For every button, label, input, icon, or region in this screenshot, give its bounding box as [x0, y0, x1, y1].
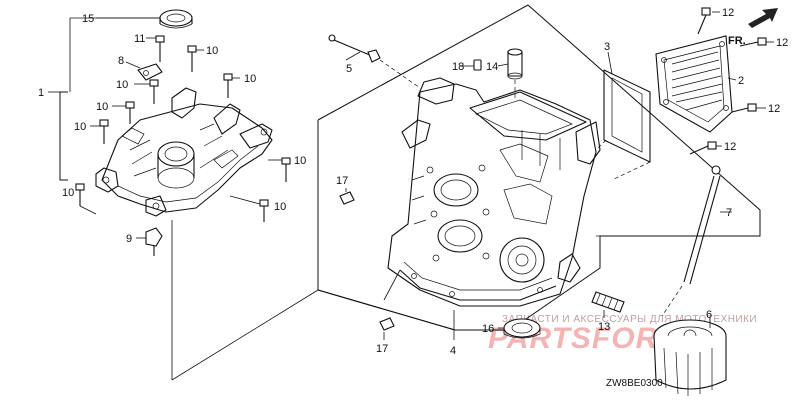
callout-15: 15	[82, 13, 94, 25]
callout-4: 4	[450, 345, 456, 357]
part-4-cylinder-block	[387, 77, 601, 307]
callout-10-a: 10	[206, 45, 218, 57]
part-13-stud	[591, 291, 625, 318]
watermark-text: ЗАПЧАСТИ И АКСЕССУАРЫ ДЛЯ МОТОТЕХНИКИ	[502, 314, 757, 325]
callout-16: 16	[482, 323, 494, 335]
callout-3: 3	[604, 41, 610, 53]
callout-8: 8	[118, 55, 124, 67]
part-17-dowels	[339, 188, 395, 340]
part-9-sensor	[136, 227, 163, 256]
callout-10-f: 10	[294, 155, 306, 167]
callout-14: 14	[486, 61, 498, 73]
part-8-bracket	[125, 61, 163, 81]
callout-6: 6	[706, 309, 712, 321]
callout-1: 1	[38, 87, 44, 99]
callout-17-a: 17	[336, 175, 348, 187]
part-18-dowel	[473, 59, 482, 71]
part-1-cylinder-head	[48, 17, 273, 217]
callout-10-c: 10	[116, 79, 128, 91]
callout-12-c: 12	[768, 103, 780, 115]
cover-guide-lines	[595, 139, 760, 237]
callout-2: 2	[738, 75, 744, 87]
callout-13: 13	[598, 321, 610, 333]
callout-10-b: 10	[244, 73, 256, 85]
callout-10-h: 10	[274, 201, 286, 213]
callout-11: 11	[134, 33, 145, 45]
callout-12-d: 12	[724, 141, 736, 153]
diagram-code: ZW8BE0300	[606, 378, 663, 389]
part-7-dipstick	[661, 165, 732, 317]
part-15-oil-seal	[159, 9, 193, 29]
callout-9: 9	[126, 233, 132, 245]
callout-18: 18	[452, 61, 464, 73]
part-12-bolts	[689, 7, 774, 155]
callout-12-a: 12	[722, 7, 734, 19]
left-assembly-leaders	[171, 220, 319, 381]
front-label: FR.	[728, 35, 746, 47]
callout-10-g: 10	[62, 187, 74, 199]
part-5-stud-bolt	[328, 34, 421, 89]
front-direction-arrow: FR.	[728, 8, 778, 47]
part-2-cover	[655, 35, 737, 133]
callout-7: 7	[726, 207, 732, 219]
part-16-oil-seal	[498, 318, 541, 339]
callout-5: 5	[346, 63, 352, 75]
part-6-oil-filter	[653, 318, 727, 396]
callout-leaders	[96, 17, 509, 340]
callout-labels: 1 2 3 4 5 6 7 8 9 10 10 10 10 10 10 10 1…	[38, 7, 788, 357]
part-14-sleeve	[507, 48, 523, 98]
left-block-bolts	[75, 35, 291, 222]
callout-12-b: 12	[776, 37, 788, 49]
callout-10-e: 10	[74, 121, 86, 133]
frame-bottom-edge	[317, 289, 456, 331]
callout-17-b: 17	[376, 343, 388, 355]
callout-10-d: 10	[96, 101, 108, 113]
